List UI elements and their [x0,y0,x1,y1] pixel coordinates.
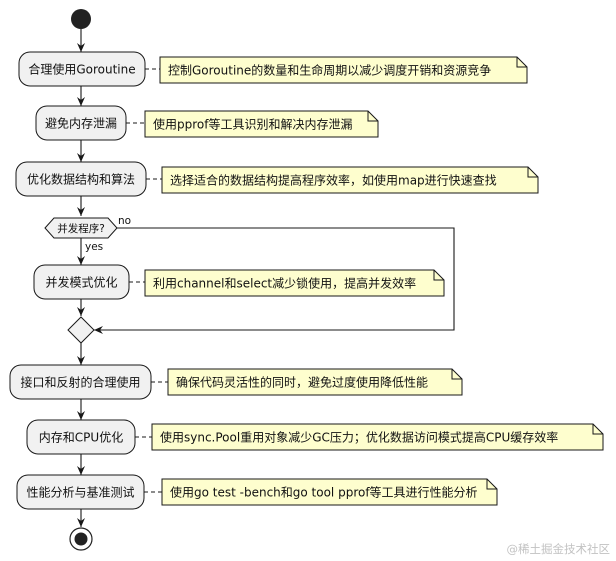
activity-label: 性能分析与基准测试 [26,485,134,500]
activity-data-structures: 优化数据结构和算法 [15,161,147,197]
end-node [69,527,93,551]
activity-label: 合理使用Goroutine [28,62,135,77]
activity-label: 避免内存泄漏 [45,116,117,131]
activity-avoid-memory-leak: 避免内存泄漏 [35,105,127,141]
activity-goroutine: 合理使用Goroutine [18,51,146,87]
activity-label: 内存和CPU优化 [39,431,123,445]
note-profiling: 使用go test -bench和go tool pprof等工具进行性能分析 [161,478,498,506]
activity-label: 优化数据结构和算法 [27,172,135,187]
edges [77,29,455,527]
activity-memory-cpu: 内存和CPU优化 [26,419,136,455]
watermark: @稀土掘金技术社区 [507,542,611,556]
decision-label: 并发程序? [57,222,105,235]
activity-label: 并发模式优化 [45,275,117,290]
edge-decision-no [94,227,455,334]
merge-node [67,316,95,344]
decision-yes-label: yes [85,241,103,253]
note-connectors [126,68,168,493]
note-concurrency: 利用channel和select减少锁使用，提高并发效率 [144,269,445,297]
note-text: 确保代码灵活性的同时，避免过度使用降低性能 [176,375,428,390]
note-text: 控制Goroutine的数量和生命周期以减少调度开销和资源竞争 [168,63,491,78]
note-text: 使用pprof等工具识别和解决内存泄漏 [153,117,352,132]
decision-concurrent: 并发程序? no yes [44,215,131,253]
note-text: 利用channel和select减少锁使用，提高并发效率 [153,276,416,291]
decision-no-label: no [118,215,131,227]
activity-profiling-benchmark: 性能分析与基准测试 [16,474,145,510]
note-memory-leak: 使用pprof等工具识别和解决内存泄漏 [144,110,379,138]
note-goroutine: 控制Goroutine的数量和生命周期以减少调度开销和资源竞争 [159,56,528,84]
note-memory-cpu: 使用sync.Pool重用对象减少GC压力；优化数据访问模式提高CPU缓存效率 [151,423,604,451]
note-text: 使用go test -bench和go tool pprof等工具进行性能分析 [170,485,478,500]
note-text: 选择适合的数据结构提高程序效率，如使用map进行快速查找 [170,173,497,188]
note-interface-reflection: 确保代码灵活性的同时，避免过度使用降低性能 [167,368,463,396]
activity-label: 接口和反射的合理使用 [20,375,140,390]
start-node [71,9,91,29]
activity-concurrency-patterns: 并发模式优化 [33,264,130,300]
note-text: 使用sync.Pool重用对象减少GC压力；优化数据访问模式提高CPU缓存效率 [160,430,558,445]
note-data-structures: 选择适合的数据结构提高程序效率，如使用map进行快速查找 [161,166,539,194]
activity-interface-reflection: 接口和反射的合理使用 [9,364,152,400]
